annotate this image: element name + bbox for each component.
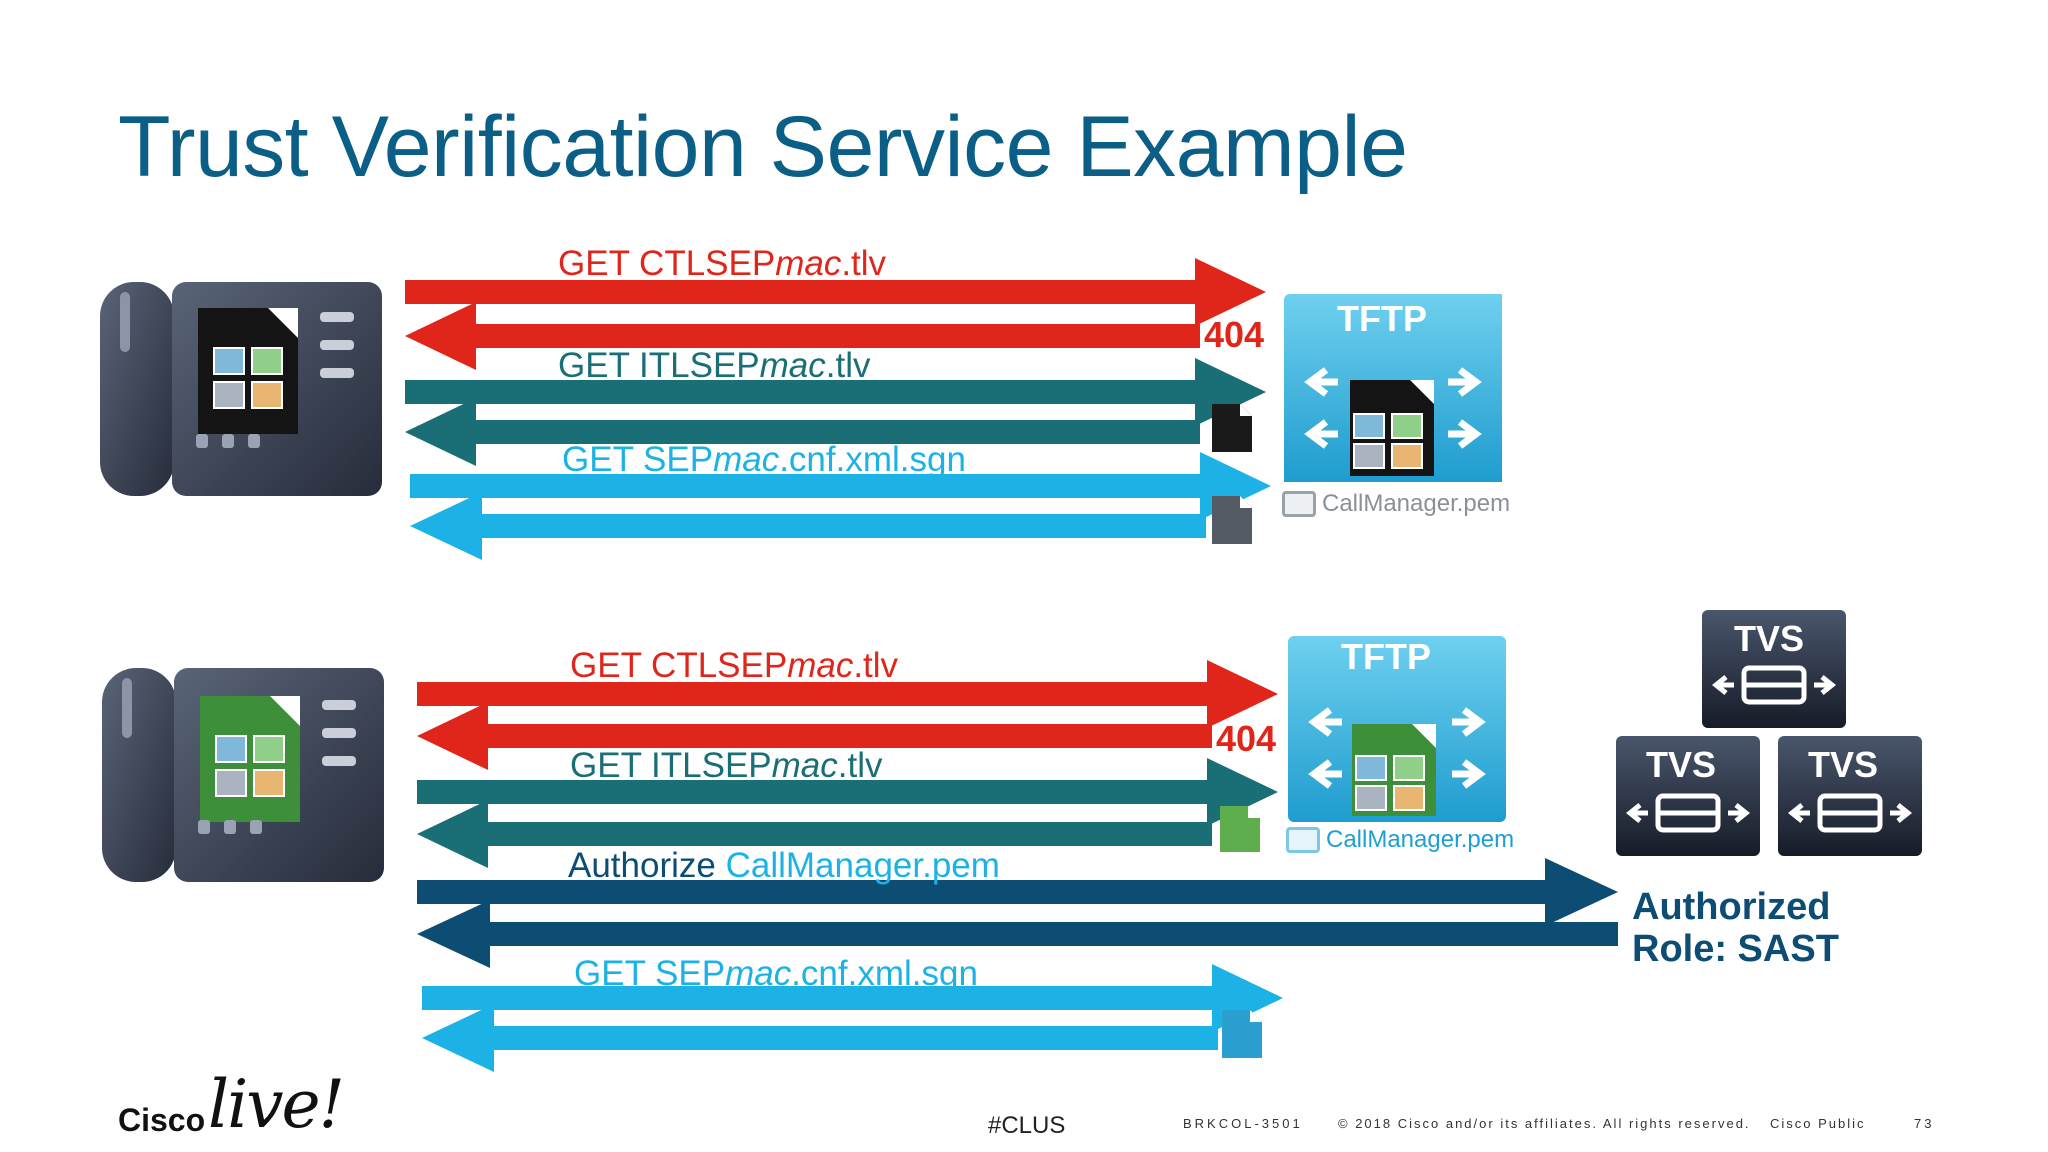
itl-file-icon	[1220, 806, 1260, 852]
tvs-server-icon	[1616, 736, 1760, 856]
ip-phone-icon	[100, 282, 382, 496]
get-itl-label: GET ITLSEPmac.tlv	[558, 346, 871, 385]
get-cnf-label: GET SEPmac.cnf.xml.sgn	[574, 954, 978, 993]
certificate-icon	[1282, 491, 1316, 517]
arrow-authorize-response	[417, 900, 1618, 968]
get-ctl-label: GET CTLSEPmac.tlv	[558, 244, 887, 283]
session-id: BRKCOL-3501	[1183, 1116, 1303, 1131]
arrow-get-itl-response	[405, 398, 1200, 466]
not-found-code: 404	[1216, 718, 1277, 759]
cisco-logo-text: Cisco	[118, 1102, 206, 1138]
arrow-get-itl-request	[405, 358, 1266, 426]
arrow-authorize-request	[417, 858, 1618, 926]
cnf-file-icon	[1212, 496, 1252, 544]
arrow-get-ctl-response	[405, 302, 1200, 370]
ip-phone-icon	[102, 668, 384, 882]
hashtag: #CLUS	[988, 1112, 1066, 1139]
not-found-code: 404	[1204, 314, 1265, 355]
tvs-label: TVS	[1734, 618, 1805, 659]
arrow-get-cnf-response	[422, 1004, 1218, 1072]
copyright: © 2018 Cisco and/or its affiliates. All …	[1338, 1116, 1751, 1131]
certificate-label: CallManager.pem	[1286, 826, 1514, 854]
classification: Cisco Public	[1770, 1116, 1866, 1131]
arrow-get-itl-response	[417, 800, 1212, 868]
tvs-server-icon	[1778, 736, 1922, 856]
arrow-get-cnf-response	[410, 492, 1206, 560]
tvs-label: TVS	[1646, 744, 1717, 785]
tftp-label: TFTP	[1337, 298, 1427, 339]
role-line: Role: SAST	[1632, 928, 1839, 970]
get-ctl-label: GET CTLSEPmac.tlv	[570, 646, 899, 685]
authorized-role-text: Authorized Role: SAST	[1632, 886, 1839, 970]
arrow-get-itl-request	[417, 758, 1278, 826]
arrow-get-ctl-request	[405, 258, 1266, 326]
tftp-server-icon	[1288, 636, 1506, 822]
slide-title: Trust Verification Service Example	[118, 99, 1408, 195]
tftp-server-icon	[1284, 294, 1502, 482]
tftp-label: TFTP	[1341, 636, 1431, 677]
live-logo-text: live!	[208, 1066, 345, 1143]
authorize-label: Authorize CallManager.pem	[568, 846, 1000, 885]
get-cnf-label: GET SEPmac.cnf.xml.sgn	[562, 440, 966, 479]
tvs-server-icon	[1702, 610, 1846, 728]
arrow-get-ctl-request	[417, 660, 1278, 728]
page-number: 73	[1914, 1116, 1935, 1131]
certificate-label: CallManager.pem	[1282, 490, 1510, 518]
arrow-get-ctl-response	[417, 702, 1212, 770]
cnf-file-icon	[1222, 1010, 1262, 1058]
itl-file-icon	[1212, 404, 1252, 452]
get-itl-label: GET ITLSEPmac.tlv	[570, 746, 883, 785]
tvs-label: TVS	[1808, 744, 1879, 785]
authorized-line: Authorized	[1632, 886, 1831, 928]
certificate-icon	[1286, 827, 1320, 853]
